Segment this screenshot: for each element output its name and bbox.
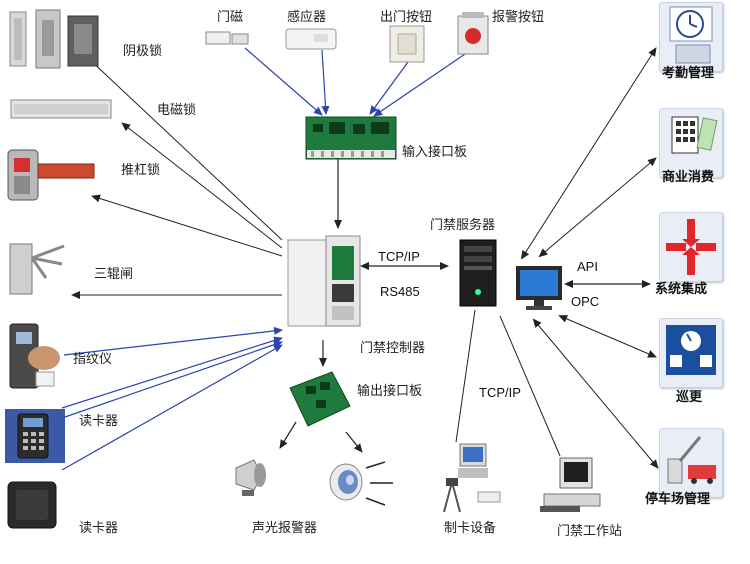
- siren-image: [232, 456, 270, 498]
- integration-tile: [659, 212, 723, 282]
- label-motion-sensor: 感应器: [287, 10, 327, 25]
- label-fingerprint: 指纹仪: [73, 352, 113, 367]
- attendance-tile: [659, 2, 723, 72]
- electromagnetic-lock-image: [10, 96, 112, 122]
- arrow-sensor-input: [321, 49, 330, 115]
- arrow-reader2-controller: [61, 344, 283, 471]
- patrol-tile: [659, 318, 723, 388]
- arrow-controller-dianci: [121, 122, 283, 249]
- server-monitor-image: [514, 264, 566, 312]
- clock-icon: [669, 6, 713, 64]
- arrow-shangye: [538, 157, 657, 258]
- label-card-maker: 制卡设备: [444, 521, 497, 536]
- access-controller-image: [286, 232, 362, 330]
- label-card-reader-2: 读卡器: [79, 521, 119, 536]
- arrow-exit-input: [369, 61, 409, 115]
- fingerprint-reader-image: [6, 322, 64, 390]
- label-rs485: RS485: [380, 284, 420, 299]
- workstation-image: [538, 456, 606, 516]
- cathode-lock-image: [6, 6, 106, 76]
- red-cross-icon: [666, 219, 716, 275]
- strobe-light-image: [326, 460, 366, 504]
- alarm-button-image: [456, 10, 490, 56]
- label-parking: 停车场管理: [645, 492, 711, 507]
- door-contact-image: [204, 28, 250, 50]
- label-attendance: 考勤管理: [662, 66, 715, 81]
- label-tcpip-bottom: TCP/IP: [479, 385, 521, 400]
- input-board-image: [305, 116, 397, 160]
- arrow-alarm-input: [373, 51, 469, 117]
- output-board-image: [286, 370, 352, 430]
- exit-button-image: [388, 24, 426, 64]
- label-output-board: 输出接口板: [357, 384, 423, 399]
- label-consumption: 商业消费: [662, 170, 715, 185]
- parking-tile: [659, 428, 723, 498]
- patrol-icon: [666, 325, 716, 375]
- arrow-controller-yinji: [87, 57, 283, 241]
- arrow-reader1b-controller: [61, 340, 283, 419]
- label-patrol: 巡更: [676, 390, 703, 405]
- label-integration: 系统集成: [655, 282, 708, 297]
- label-cathode-lock: 阴极锁: [123, 44, 163, 59]
- arrow-reader1-controller: [61, 336, 283, 409]
- label-card-reader-1: 读卡器: [79, 414, 119, 429]
- label-access-server: 门禁服务器: [430, 218, 496, 233]
- label-turnstile: 三辊闸: [94, 267, 134, 282]
- label-push-bar-lock: 推杠锁: [121, 163, 161, 178]
- access-server-image: [452, 236, 514, 310]
- barrier-gate-icon: [667, 436, 716, 484]
- arrow-xungeng: [558, 315, 657, 358]
- card-reader-image-2: [6, 480, 62, 530]
- motion-sensor-image: [284, 26, 338, 52]
- label-workstation: 门禁工作站: [557, 524, 623, 539]
- arrow-kaoqin: [520, 47, 657, 260]
- label-tcpip-top: TCP/IP: [378, 249, 420, 264]
- arrow-output-light: [345, 431, 363, 453]
- light-ray: [365, 461, 386, 469]
- card-maker-image: [440, 442, 504, 514]
- label-door-contact: 门磁: [217, 10, 244, 25]
- consumption-tile: [659, 108, 723, 178]
- arrow-controller-tuigang: [91, 194, 283, 257]
- link-server-cardmaker: [455, 309, 476, 443]
- push-bar-lock-image: [6, 148, 96, 202]
- label-opc: OPC: [571, 294, 600, 309]
- label-electromagnetic-lock: 电磁锁: [157, 103, 197, 118]
- label-exit-button: 出门按钮: [380, 10, 433, 25]
- label-api: API: [577, 259, 598, 274]
- label-access-controller: 门禁控制器: [360, 341, 426, 356]
- label-sound-light-alarm: 声光报警器: [252, 521, 318, 536]
- card-reader-image-1: [4, 408, 66, 464]
- arrow-finger-controller: [63, 326, 283, 356]
- label-alarm-button: 报警按钮: [492, 10, 545, 25]
- turnstile-image: [6, 236, 68, 298]
- pos-terminal-icon: [671, 116, 718, 154]
- arrow-tingche: [532, 318, 659, 469]
- arrow-menci-input: [244, 47, 323, 116]
- light-ray: [365, 497, 386, 506]
- label-input-board: 输入接口板: [402, 145, 468, 160]
- arrow-output-speaker: [279, 421, 297, 449]
